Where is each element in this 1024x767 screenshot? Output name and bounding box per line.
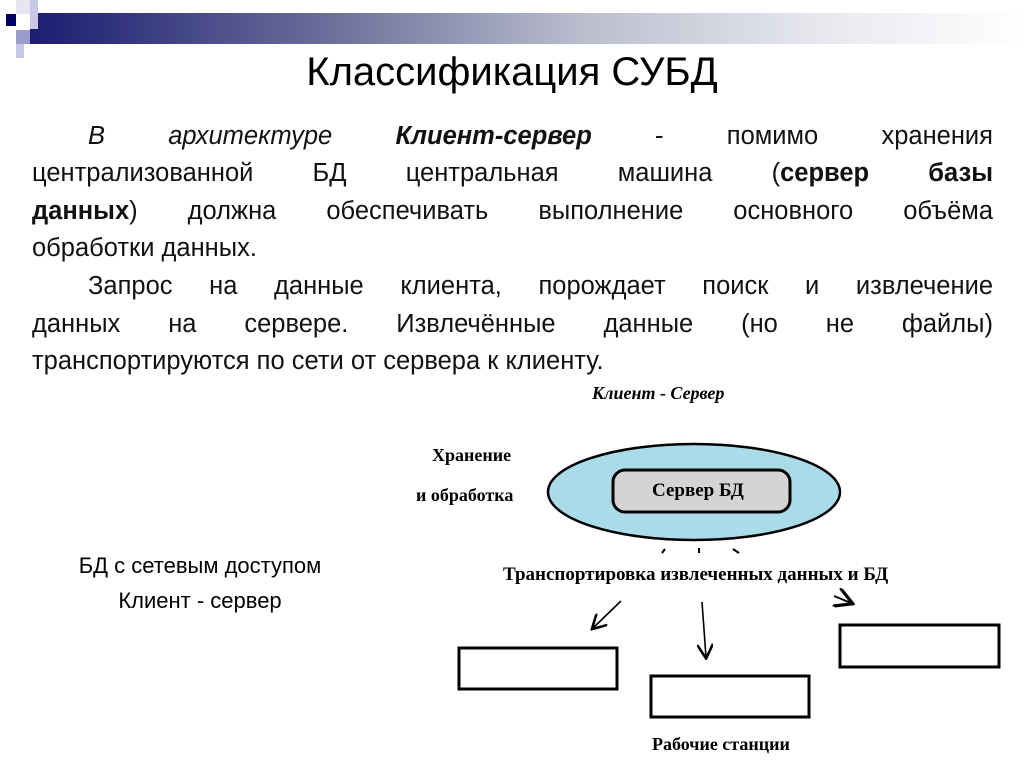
text-run: транспортируются по сети от сервера к кл… xyxy=(32,347,604,375)
storage-label-2: и обработка xyxy=(416,485,514,505)
text-run: сервер базы xyxy=(780,159,993,187)
body-text-line: данных на сервере. Извлечённые данные (н… xyxy=(32,310,993,339)
body-text-line: В архитектуре Клиент-сервер - помимо хра… xyxy=(88,122,993,151)
body-text-line: Запрос на данные клиента, порождает поис… xyxy=(88,272,993,301)
body-text-line: транспортируются по сети от сервера к кл… xyxy=(32,347,993,376)
storage-label-1: Хранение xyxy=(432,445,512,465)
caption-line-2: Клиент - сервер xyxy=(118,588,282,613)
text-run: Клиент-сервер xyxy=(395,122,592,150)
decor-square xyxy=(30,0,38,29)
server-label: Сервер БД xyxy=(652,480,744,501)
text-run: обработки данных. xyxy=(32,234,257,262)
text-run: В архитектуре xyxy=(88,122,396,150)
server-box xyxy=(611,468,792,514)
text-run: ) должна обеспечивать выполнение основно… xyxy=(129,197,993,225)
arrow-left xyxy=(593,600,622,628)
text-run: - помимо хранения xyxy=(591,122,993,150)
decor-square xyxy=(16,30,30,44)
workstations-label: Рабочие станции xyxy=(652,734,790,754)
text-run: Запрос на данные клиента, порождает поис… xyxy=(88,272,993,300)
transport-label: Транспортировка извлеченных данных и БД xyxy=(503,564,889,585)
arrow-right xyxy=(834,596,851,603)
slide-title: Классификация СУБД xyxy=(306,50,718,94)
decor-square xyxy=(16,44,24,58)
text-run: централизованной БД центральная машина ( xyxy=(32,159,781,187)
body-text-line: обработки данных. xyxy=(32,234,993,263)
header-gradient-bar xyxy=(30,13,1024,44)
workstation-box-middle xyxy=(649,674,811,719)
decor-square xyxy=(6,14,16,26)
arrow-middle xyxy=(702,601,706,657)
decor-square xyxy=(16,0,30,14)
workstation-box-left xyxy=(457,646,619,691)
caption-line-1: БД с сетевым доступом xyxy=(78,553,322,578)
body-text-line: централизованной БД центральная машина (… xyxy=(32,159,993,188)
text-run: данных xyxy=(32,197,130,225)
body-text-line: данных) должна обеспечивать выполнение о… xyxy=(32,197,993,226)
text-run: данных на сервере. Извлечённые данные (н… xyxy=(32,310,993,338)
diagram-title: Клиент - Сервер xyxy=(592,383,725,403)
workstation-box-right xyxy=(838,623,1001,669)
